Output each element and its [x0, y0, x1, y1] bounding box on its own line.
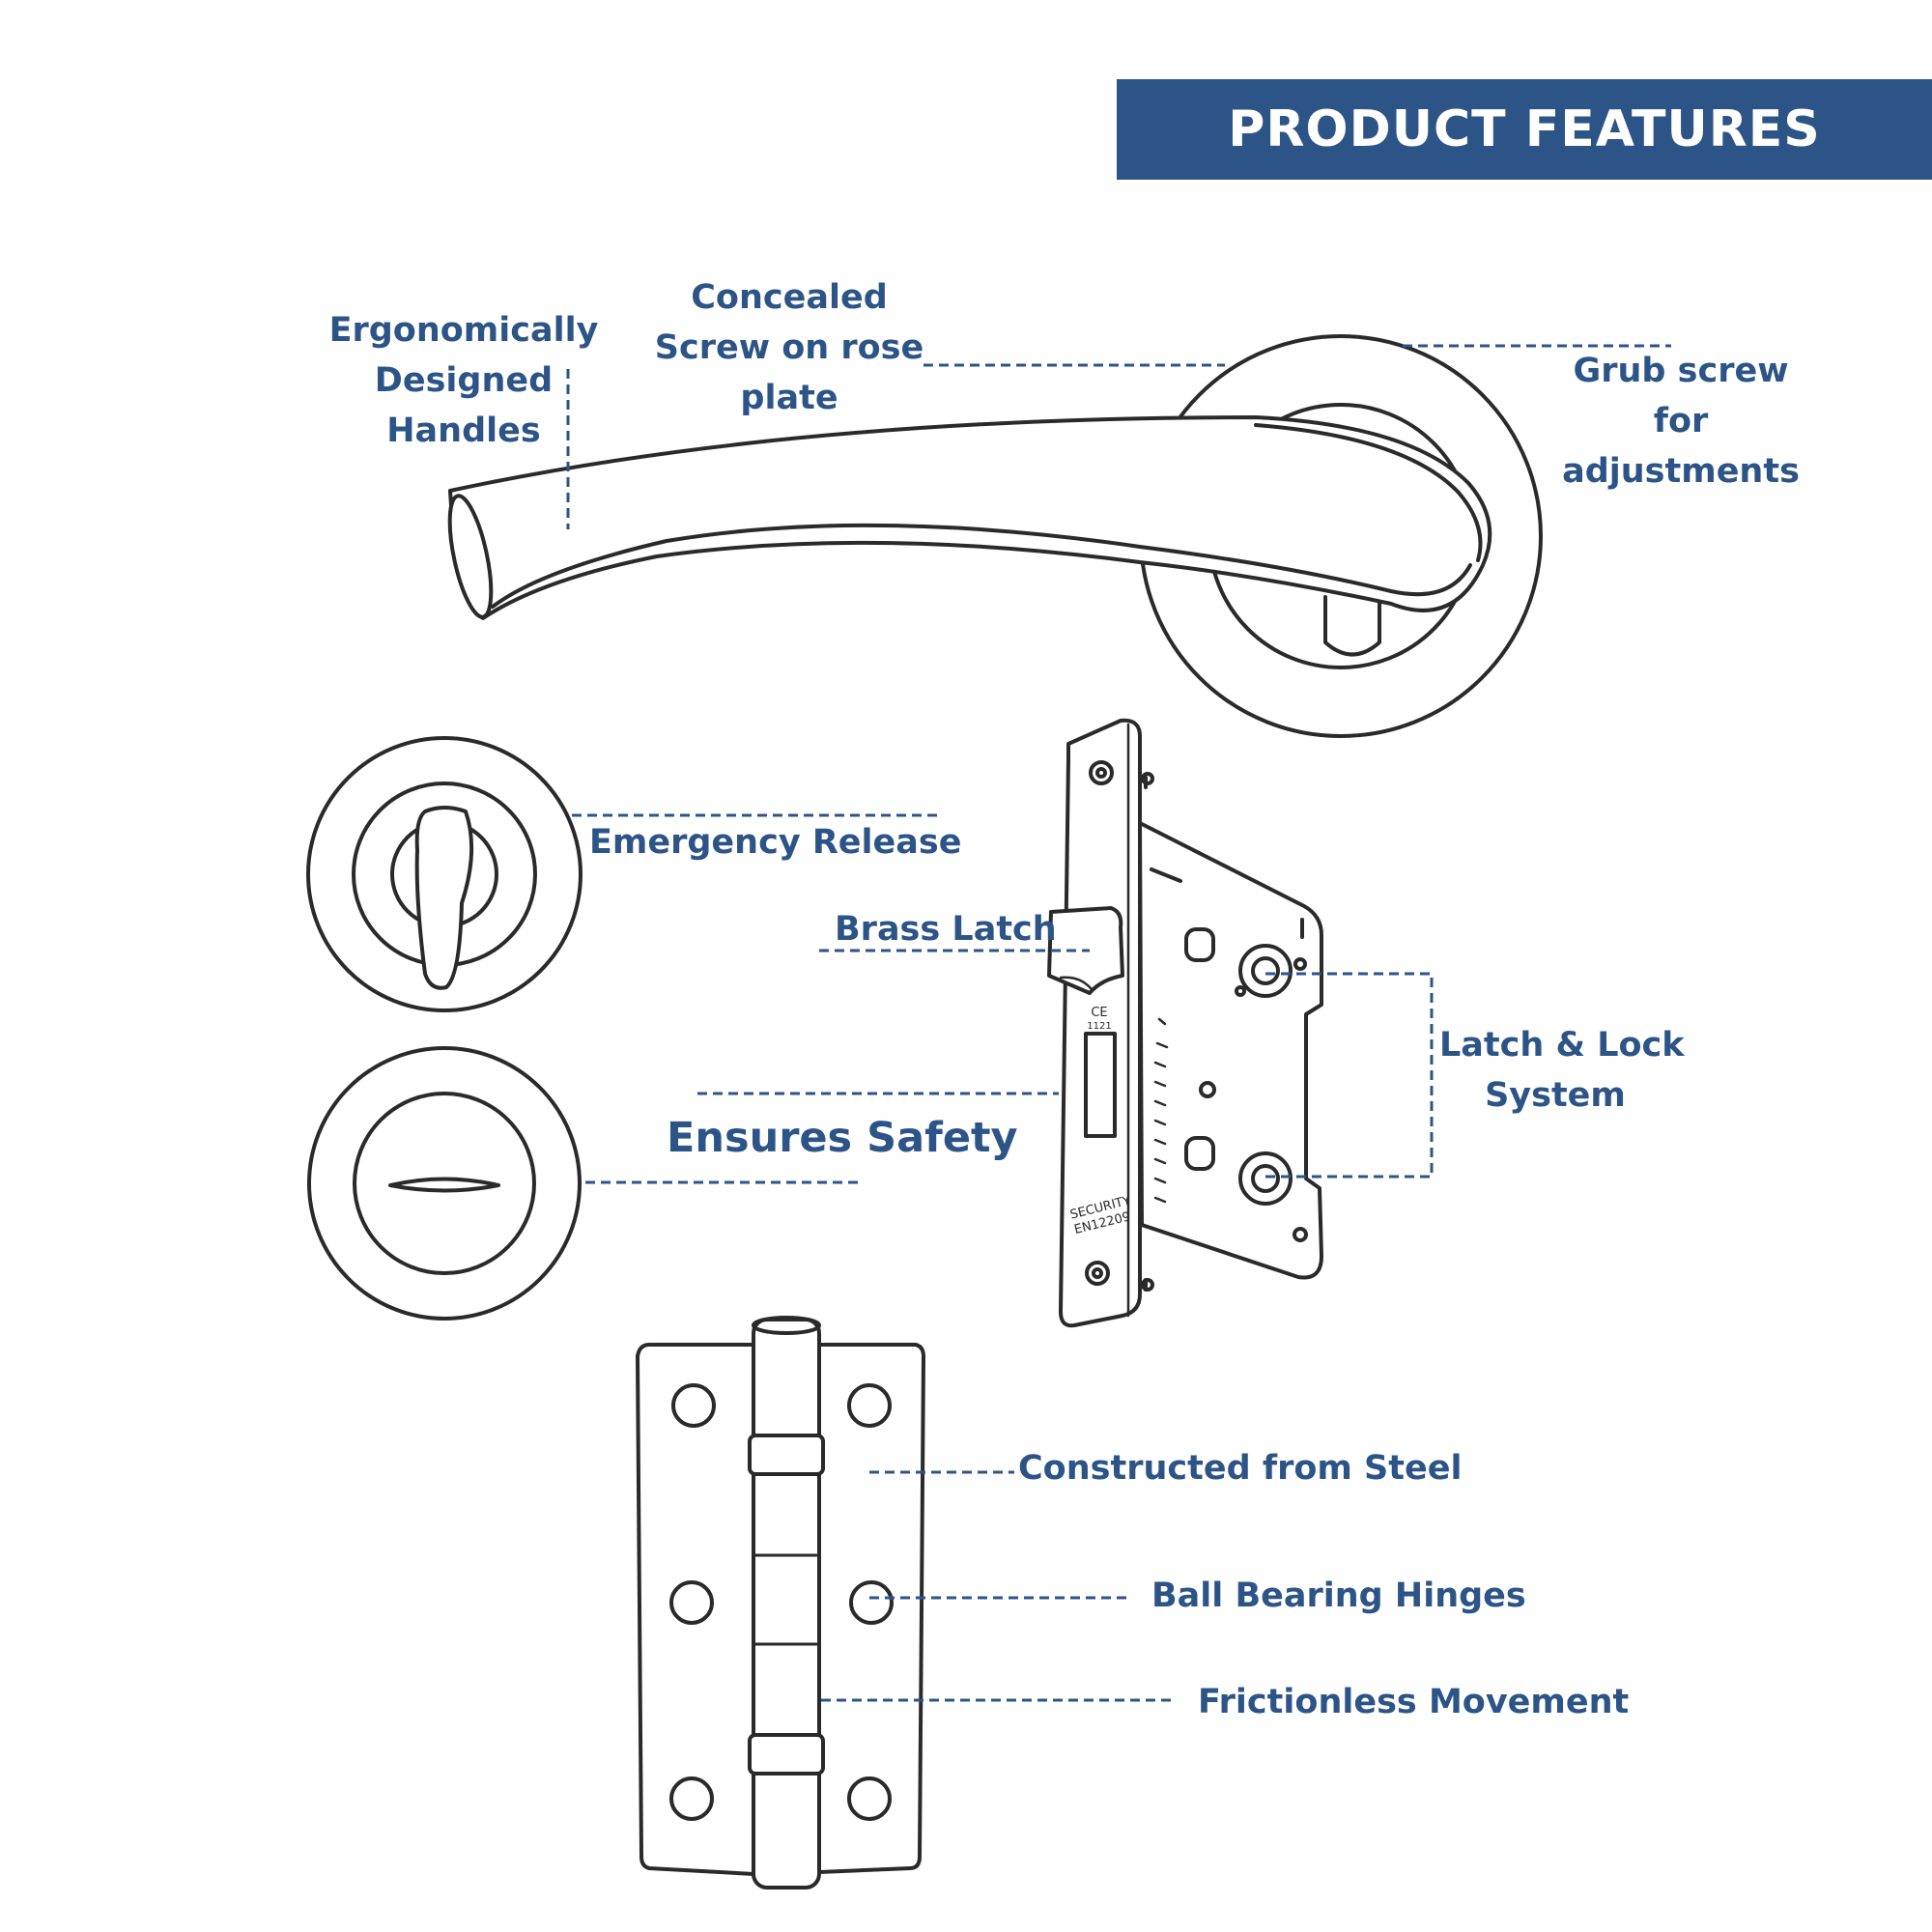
follower-ring: [1238, 944, 1293, 998]
thumb-turn: [414, 806, 474, 990]
lever-edge-line: [491, 523, 1472, 609]
hinge-leaf-right: [817, 1343, 925, 1874]
mark-ce: CE: [1091, 1006, 1107, 1020]
hinge-screw-hole-1: [671, 1383, 716, 1428]
leader-lines: [566, 344, 1671, 1702]
hinge-screw-hole-6: [847, 1776, 892, 1821]
lock-faceplate: [1059, 718, 1142, 1328]
emergency-rose-outer: [306, 736, 582, 1012]
hinge-screw-hole-5: [849, 1580, 894, 1625]
ball-bearing-bottom: [748, 1733, 825, 1776]
emergency-release-drawing: [306, 736, 582, 1012]
coin-slot: [388, 1177, 500, 1193]
label-ensures-safety: Ensures Safety: [667, 1114, 1018, 1162]
bathroom-turn-drawing: [307, 1046, 582, 1321]
lever-end-cap: [447, 494, 494, 619]
label-ergonomic-handles: Ergonomically Designed Handles: [328, 311, 599, 450]
case-rivet: [1199, 1081, 1216, 1098]
case-hatching: [1153, 1017, 1169, 1204]
follower-hub: [1251, 956, 1280, 985]
case-pin-2: [1235, 985, 1246, 997]
lever-arm: [448, 415, 1492, 620]
case-hole-bottom: [1184, 1136, 1215, 1171]
case-hole-top: [1184, 927, 1215, 962]
safety-rose-outer: [307, 1046, 582, 1321]
leader-latch-lock: [1265, 972, 1434, 1179]
lock-markings: CE 1121 SECURITY EN12209: [1068, 1006, 1132, 1237]
lever-handle-drawing: [447, 334, 1543, 738]
hinge-screw-hole-2: [669, 1580, 714, 1625]
grub-screw: [1323, 595, 1381, 657]
lock-case: [1138, 821, 1323, 1280]
ball-bearing-top: [748, 1434, 825, 1476]
safety-rose-inner: [353, 1092, 536, 1275]
case-pin-3: [1293, 1227, 1308, 1242]
faceplate-screw-top: [1089, 760, 1114, 785]
keyhole-hub: [1251, 1164, 1280, 1193]
faceplate-screw-bottom: [1085, 1261, 1110, 1286]
label-brass-latch: Brass Latch: [835, 910, 1057, 949]
label-ball-bearing-hinges: Ball Bearing Hinges: [1151, 1577, 1526, 1615]
label-grub-screw: Grub screw for adjustments: [1562, 352, 1800, 491]
label-emergency-release: Emergency Release: [589, 823, 962, 862]
hinge-screw-hole-4: [847, 1383, 892, 1428]
title-banner: PRODUCT FEATURES: [1117, 79, 1932, 180]
deadbolt-slot: [1084, 1032, 1117, 1138]
label-constructed-steel: Constructed from Steel: [1018, 1449, 1463, 1488]
case-pin-1: [1293, 957, 1307, 971]
label-frictionless-movement: Frictionless Movement: [1198, 1683, 1630, 1721]
page-title: PRODUCT FEATURES: [1228, 100, 1821, 158]
hinge-screw-hole-3: [669, 1776, 714, 1821]
knuckle-joints: [752, 1553, 821, 1646]
mark-number: 1121: [1087, 1021, 1111, 1032]
case-slot: [1150, 867, 1182, 883]
hinge-drawing: [636, 1316, 925, 1889]
label-concealed-screw: Concealed Screw on rose plate: [654, 278, 924, 417]
lever-curl-line: [1254, 423, 1483, 562]
hinge-knuckle: [752, 1318, 821, 1889]
keyhole-ring: [1238, 1151, 1293, 1206]
label-latch-lock-system: Latch & Lock System: [1439, 1026, 1685, 1115]
